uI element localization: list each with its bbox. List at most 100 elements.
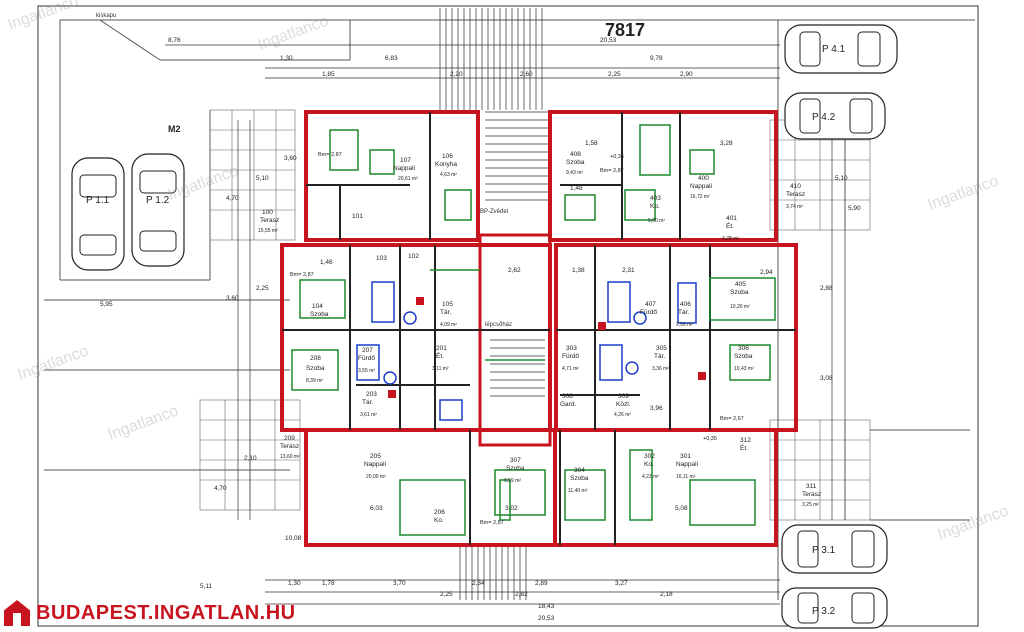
dim-inner: 5,08 [675, 505, 688, 512]
svg-text:4,26 m²: 4,26 m² [614, 412, 631, 418]
dim-inner: 6,03 [370, 505, 383, 512]
svg-text:16,72 m²: 16,72 m² [690, 194, 710, 200]
svg-text:4,09 m²: 4,09 m² [440, 322, 457, 328]
svg-text:8,39 m²: 8,39 m² [306, 378, 323, 384]
gate-note: kiskapu [96, 13, 116, 19]
dim-bottom: 3,27 [615, 580, 628, 587]
svg-text:Ét.: Ét. [740, 443, 748, 452]
svg-text:306: 306 [738, 345, 749, 352]
svg-text:Ko.: Ko. [650, 203, 660, 210]
dim-right: 5,90 [848, 205, 861, 212]
svg-text:Tár.: Tár. [440, 309, 451, 316]
svg-text:3,74 m²: 3,74 m² [786, 204, 803, 210]
dim-bottom: 2,25 [440, 591, 453, 598]
svg-text:Ingatlanco: Ingatlanco [6, 0, 81, 34]
svg-text:312: 312 [740, 437, 751, 444]
svg-text:Nappali: Nappali [676, 461, 698, 468]
dim-left: 5,11 [200, 583, 213, 590]
svg-text:305: 305 [656, 345, 667, 352]
svg-text:Ingatlanco: Ingatlanco [16, 342, 91, 383]
svg-text:10,43 m²: 10,43 m² [734, 366, 754, 372]
svg-text:3,36 m²: 3,36 m² [652, 366, 669, 372]
svg-text:100: 100 [262, 209, 273, 216]
parking-p32: P 3.2 [781, 587, 888, 629]
dim-bottom: 18,43 [538, 603, 555, 610]
svg-text:Fürdő: Fürdő [562, 353, 579, 360]
svg-text:308: 308 [562, 393, 573, 400]
svg-text:Terasz: Terasz [786, 191, 805, 198]
svg-text:205: 205 [370, 453, 381, 460]
dim-inner: 2,94 [760, 269, 773, 276]
dimension-values: 8,76 20,53 6,83 9,78 1,30 1,85 2,20 2,60… [100, 37, 861, 622]
svg-text:15,55 m²: 15,55 m² [258, 228, 278, 234]
svg-text:201: 201 [436, 345, 447, 352]
svg-text:P 4.1: P 4.1 [822, 44, 846, 55]
dim-left: 4,70 [214, 485, 227, 492]
svg-text:P 1.2: P 1.2 [146, 195, 170, 206]
level-marker: Bm= 2,87 [600, 168, 624, 174]
svg-text:106: 106 [442, 153, 453, 160]
dim-bottom: 2,18 [660, 591, 673, 598]
level-marker: +0,35 [610, 154, 624, 160]
svg-text:Közl.: Közl. [616, 401, 631, 408]
dimension-lines [165, 44, 846, 605]
svg-text:Szoba: Szoba [306, 365, 325, 372]
svg-text:104: 104 [312, 303, 323, 310]
dim-bottom: 1,78 [322, 580, 335, 587]
dim-top: 6,83 [385, 55, 398, 62]
svg-text:Ko.: Ko. [434, 517, 444, 524]
dim-top: 2,25 [608, 71, 621, 78]
level-marker: Bm= 2,87 [480, 520, 504, 526]
svg-text:4,28 m²: 4,28 m² [722, 236, 739, 242]
site-logo[interactable]: BUDAPEST.INGATLAN.HU [4, 598, 296, 628]
svg-text:Fürdő: Fürdő [640, 309, 657, 316]
svg-text:Szoba: Szoba [734, 353, 753, 360]
room-102: 102 [408, 253, 419, 260]
house-icon [4, 600, 30, 626]
svg-text:3,25 m²: 3,25 m² [802, 502, 819, 508]
dim-left: 5,10 [256, 175, 269, 182]
svg-text:107: 107 [400, 157, 411, 164]
svg-text:Szoba: Szoba [566, 159, 585, 166]
svg-text:Nappali: Nappali [393, 165, 415, 172]
parking-p41: P 4.1 [784, 24, 898, 74]
svg-text:Ét.: Ét. [436, 351, 444, 360]
dim-top: 3,28 [720, 140, 733, 147]
level-marker: Bm= 2,67 [720, 416, 744, 422]
svg-text:405: 405 [735, 281, 746, 288]
parking-spaces: P 1.1 P 1.2 P 4.1 P 4.2 P 3.1 [71, 24, 898, 629]
svg-text:Tár.: Tár. [654, 353, 665, 360]
svg-text:P 4.2: P 4.2 [812, 112, 836, 123]
svg-text:Ingatlanco: Ingatlanco [926, 172, 1001, 213]
svg-text:401: 401 [726, 215, 737, 222]
svg-text:10,20 m²: 10,20 m² [730, 304, 750, 310]
sanitary-fixtures [356, 281, 697, 421]
stair-treads [485, 111, 548, 397]
parking-p42: P 4.2 [784, 92, 886, 140]
level-marker: Bm= 2,87 [318, 152, 342, 158]
dim-top: 1,30 [280, 55, 293, 62]
svg-text:102: 102 [408, 253, 419, 260]
dim-inner: 2,62 [508, 267, 521, 274]
parking-p12: P 1.2 [131, 153, 185, 267]
svg-text:Terasz: Terasz [802, 491, 821, 498]
svg-text:105: 105 [442, 301, 453, 308]
dim-bottom: 3,70 [393, 580, 406, 587]
dim-inner: 5,95 [100, 301, 113, 308]
hatch-band-top [439, 8, 543, 110]
svg-text:307: 307 [510, 457, 521, 464]
drawing-frame [37, 5, 979, 627]
parking-p11: P 1.1 [71, 157, 125, 271]
